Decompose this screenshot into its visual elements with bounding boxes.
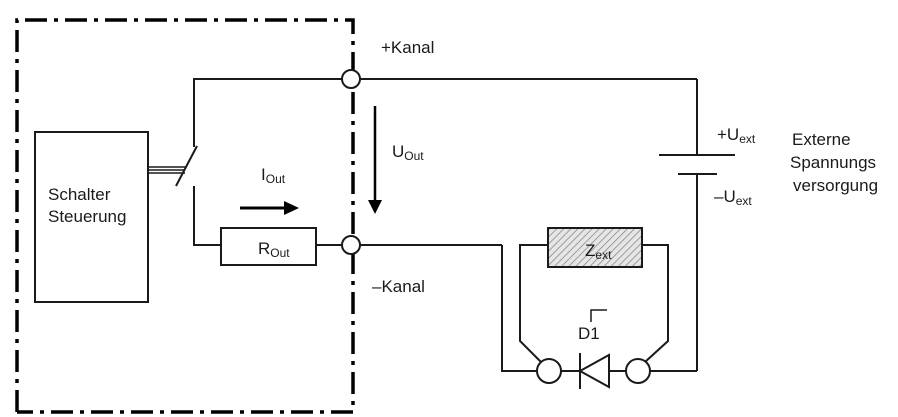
supply-title-line1: Externe (792, 130, 851, 149)
zext-wire-left (519, 244, 548, 363)
zext-wire-right (642, 244, 669, 363)
minus-channel-terminal (341, 235, 361, 255)
diode-label: D1 (578, 324, 600, 343)
battery (659, 79, 735, 371)
load-terminal-left (536, 358, 562, 384)
switch-linkage (148, 166, 185, 174)
impedance-z-ext (547, 227, 643, 268)
supply-title-line3: versorgung (793, 176, 878, 195)
diode-label-mark (590, 309, 607, 322)
voltage-label: UOut (392, 142, 424, 163)
plus-channel-terminal (341, 69, 361, 89)
controller-block (34, 131, 149, 303)
plus-channel-label: +Kanal (381, 38, 434, 57)
diode-d1 (577, 353, 610, 389)
impedance-z-ext-label: Zext (585, 241, 612, 262)
controller-label-line1: Schalter (48, 185, 111, 204)
load-wire-left (501, 245, 537, 372)
minus-channel-label: –Kanal (372, 277, 425, 296)
current-label: IOut (261, 165, 286, 186)
supply-title-line2: Spannungs (790, 153, 876, 172)
resistor-r-out-label: ROut (258, 239, 290, 260)
supply-plus-label: +Uext (717, 125, 756, 146)
current-arrow (240, 201, 299, 215)
resistor-r-out (220, 227, 317, 266)
module-boundary (15, 18, 355, 414)
voltage-arrow (368, 106, 382, 214)
supply-minus-label: –Uext (714, 187, 752, 208)
switch (175, 79, 198, 245)
controller-label-line2: Steuerung (48, 207, 126, 226)
load-terminal-right (625, 358, 651, 384)
